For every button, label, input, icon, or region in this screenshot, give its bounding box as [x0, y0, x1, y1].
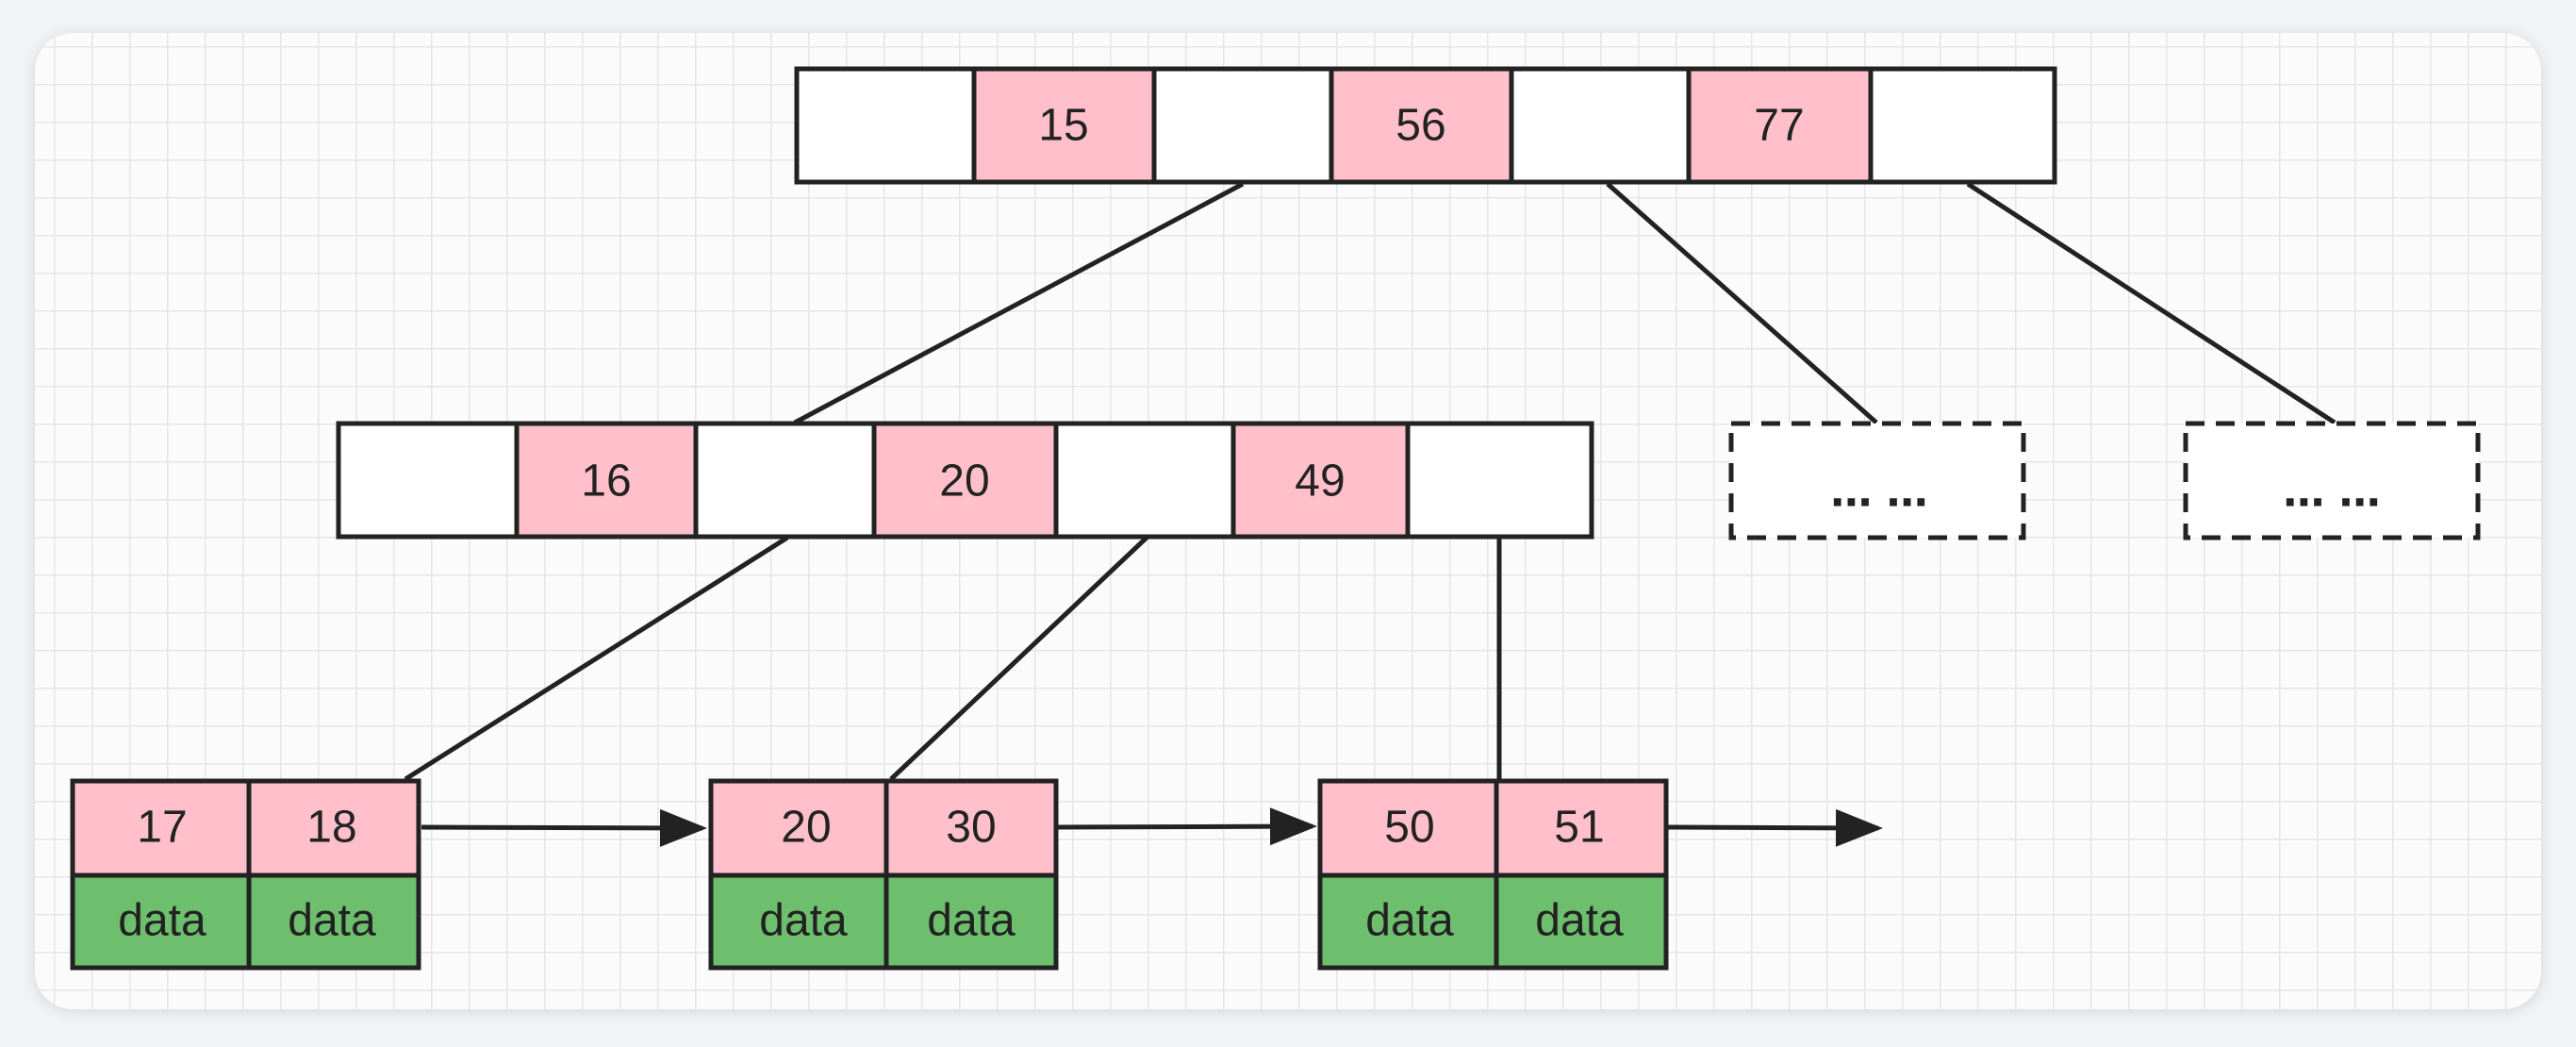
- leaf-key-label: 50: [1384, 803, 1434, 853]
- edges: [404, 181, 2337, 847]
- internal-pointer-cell: [336, 421, 520, 540]
- internal-key-cell: [514, 421, 699, 540]
- internal-pointer-cell: [1405, 421, 1594, 540]
- root-key-cell: [1686, 66, 1874, 185]
- internal-node: 16 20 49: [336, 421, 1594, 540]
- placeholder-ellipsis: … …: [2283, 469, 2380, 517]
- root-pointer-cell: [1509, 66, 1692, 185]
- leaf-node: 20 30 data data: [708, 778, 1059, 971]
- leaf-link-arrow-1: [421, 808, 707, 847]
- root-key-label: 15: [1038, 101, 1088, 151]
- leaf-link-arrow-3: [1663, 808, 1883, 847]
- root-pointer-cell: [1868, 66, 2057, 185]
- edge-internal-to-leaf-1: [404, 535, 789, 782]
- leaf-data-label: data: [118, 896, 206, 946]
- internal-pointer-cell: [693, 421, 877, 540]
- root-pointer-cell: [1151, 66, 1334, 185]
- leaf-data-label: data: [288, 896, 376, 946]
- leaf-data-cell: [1317, 872, 1499, 971]
- internal-key-cell: [1230, 421, 1411, 540]
- leaf-key-label: 18: [306, 803, 356, 853]
- leaf-data-label: data: [1535, 896, 1624, 946]
- placeholder-node-box: [1728, 421, 2026, 540]
- leaf-data-label: data: [759, 896, 848, 946]
- root-pointer-cell: [794, 66, 977, 185]
- leaf-key-cell: [70, 778, 252, 878]
- edge-internal-to-leaf-2: [889, 536, 1148, 781]
- leaf-key-label: 20: [781, 803, 831, 853]
- leaf-data-cell: [246, 872, 421, 971]
- internal-pointer-cell: [1053, 421, 1236, 540]
- placeholder-node-box: [2183, 421, 2481, 540]
- root-key-label: 56: [1395, 101, 1445, 151]
- leaf-key-cell: [883, 778, 1059, 878]
- internal-key-cell: [871, 421, 1059, 540]
- edge-root-to-internal: [793, 181, 1245, 425]
- leaf-data-label: data: [1365, 896, 1454, 946]
- placeholder-ellipsis: … …: [1830, 469, 1927, 517]
- leaf-key-label: 30: [946, 803, 996, 853]
- leaf-link-arrow-2: [1055, 807, 1317, 846]
- leaf-node: 17 18 data data: [70, 778, 421, 971]
- root-key-label: 77: [1754, 101, 1804, 151]
- leaf-key-label: 51: [1554, 803, 1604, 853]
- internal-key-label: 49: [1295, 457, 1345, 507]
- leaf-key-label: 17: [137, 803, 187, 853]
- leaf-node: 50 51 data data: [1317, 778, 1669, 971]
- leaf-data-cell: [1494, 872, 1669, 971]
- placeholder-node: … …: [2183, 421, 2481, 540]
- placeholder-node: … …: [1728, 421, 2026, 540]
- leaf-data-cell: [883, 872, 1059, 971]
- root-key-cell: [971, 66, 1157, 185]
- leaf-key-cell: [1317, 778, 1499, 878]
- internal-key-label: 20: [939, 457, 989, 507]
- internal-key-label: 16: [581, 457, 631, 507]
- leaf-data-cell: [708, 872, 889, 971]
- root-node: 15 56 77: [794, 66, 2057, 185]
- edge-root-to-placeholder-2: [1966, 181, 2337, 425]
- leaf-key-cell: [708, 778, 889, 878]
- leaf-data-label: data: [927, 896, 1016, 946]
- edge-root-to-placeholder-1: [1606, 182, 1878, 424]
